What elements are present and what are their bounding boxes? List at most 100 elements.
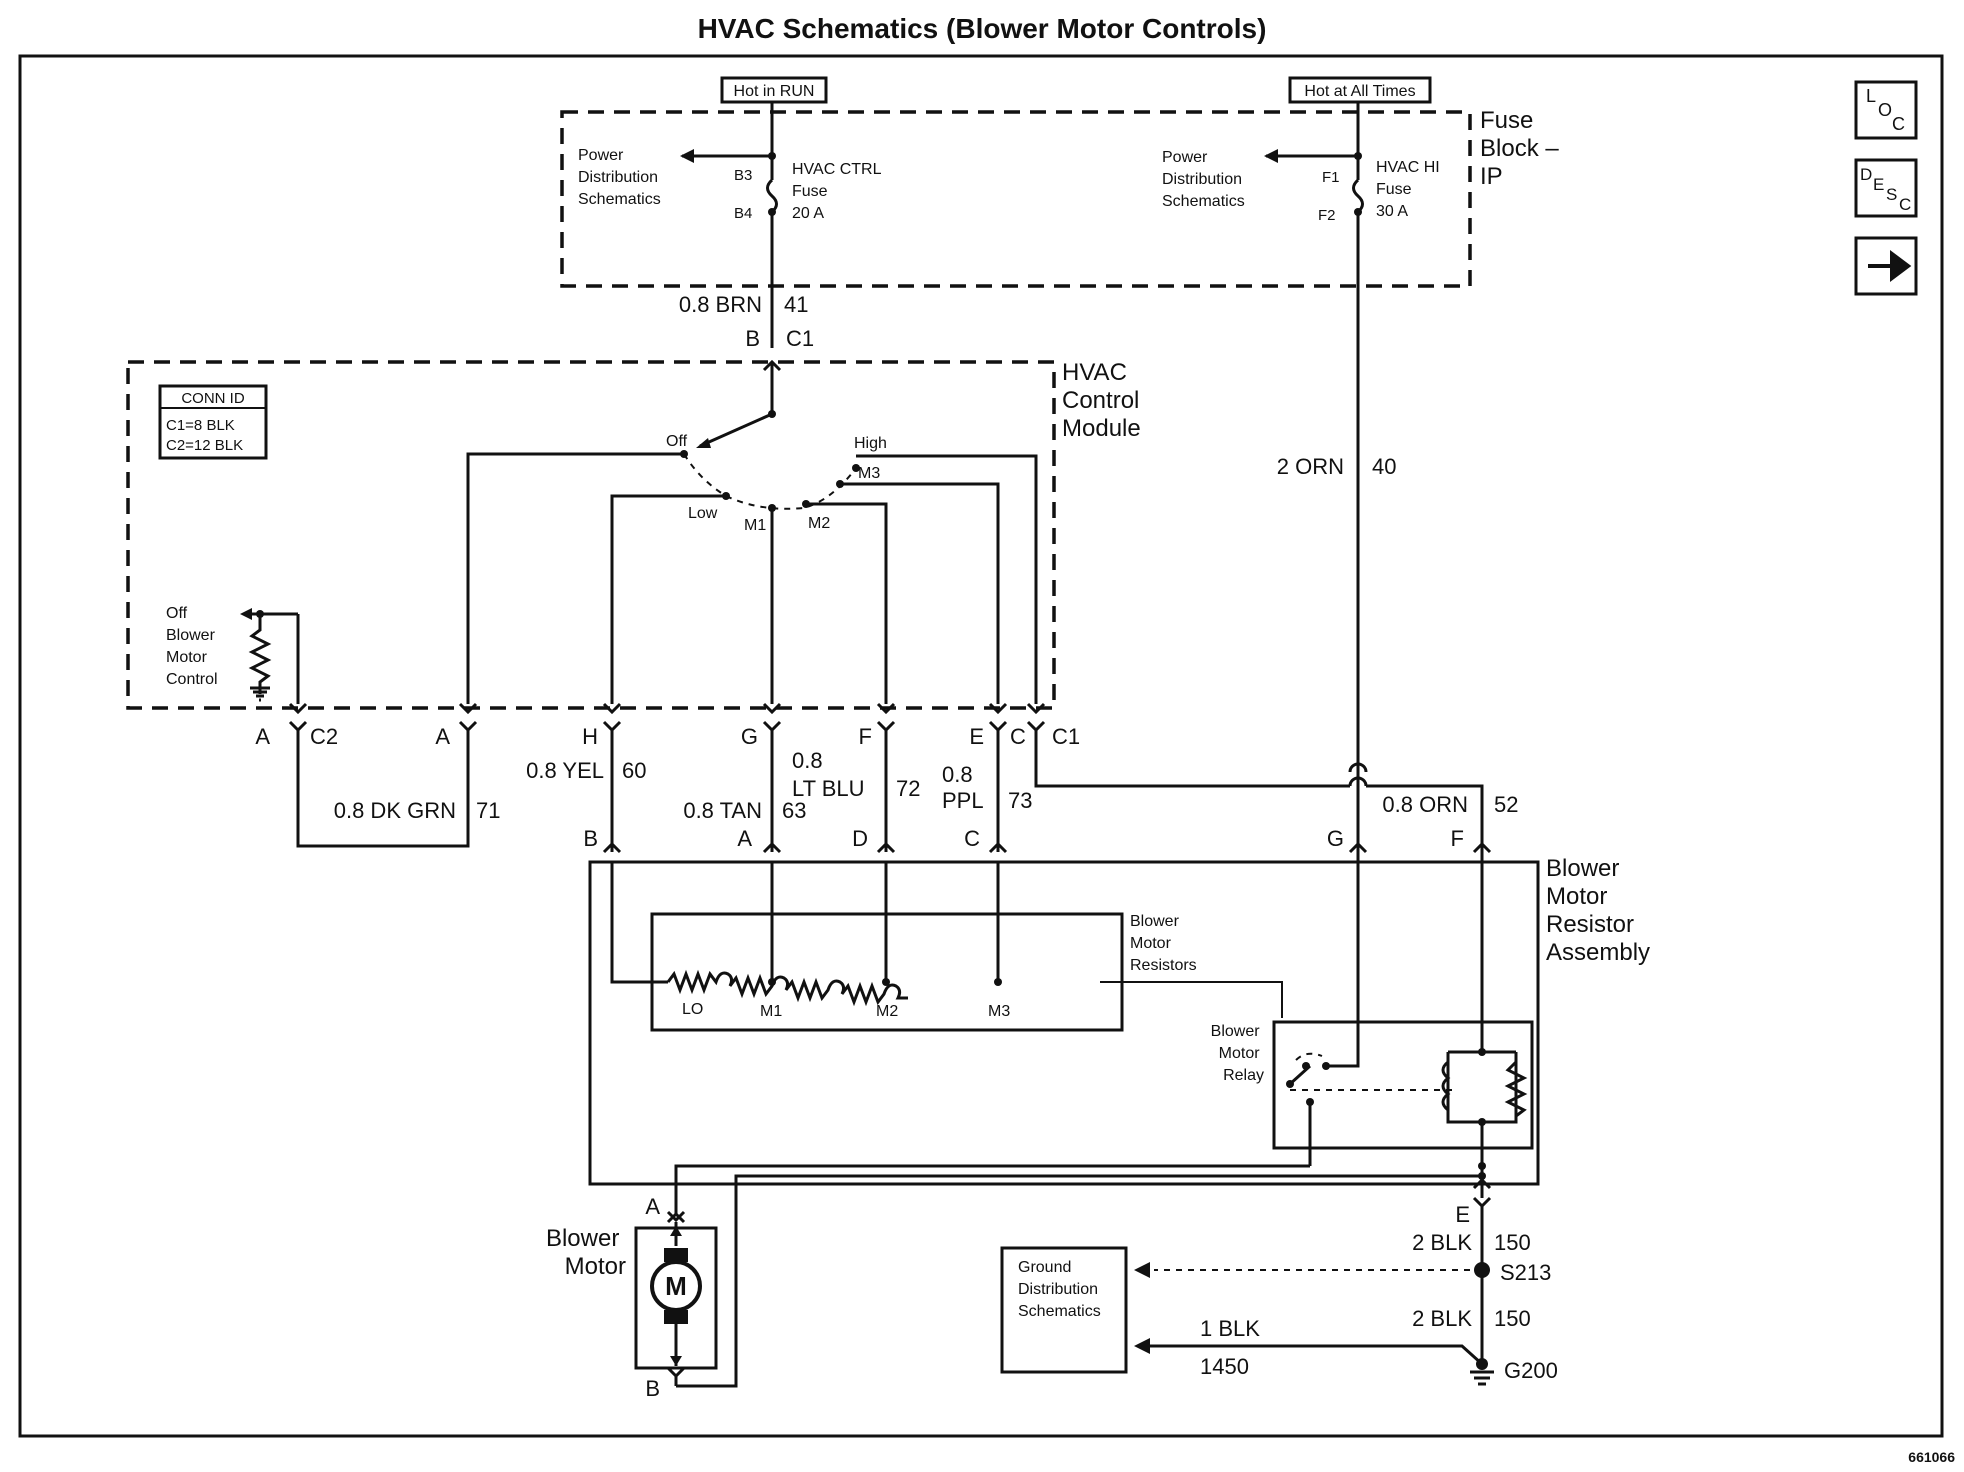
svg-text:CONN ID: CONN ID — [181, 390, 245, 407]
hvac-module-label: HVAC Control Module — [1062, 359, 1146, 442]
wire-blk-1450-label: 1 BLK — [1200, 1316, 1260, 1341]
svg-text:E: E — [1873, 175, 1884, 194]
switch-m2-label: M2 — [808, 515, 830, 532]
svg-text:D: D — [852, 826, 868, 851]
svg-text:S: S — [1886, 185, 1897, 204]
hot-in-run-box — [720, 76, 828, 104]
wire-orn-40-label: 2 ORN — [1277, 454, 1344, 479]
hvac-control-module — [126, 360, 1056, 710]
wire-blk-150b-label: 2 BLK — [1412, 1306, 1472, 1331]
svg-text:63: 63 — [782, 798, 806, 823]
switch-m1-label: M1 — [744, 517, 766, 534]
svg-text:F: F — [859, 724, 872, 749]
wire-m3-path — [840, 482, 1000, 704]
wire-m2-path — [806, 502, 888, 704]
wire-blk-150-label: 2 BLK — [1412, 1230, 1472, 1255]
wire-brn-label: 0.8 BRN — [679, 292, 762, 317]
arrow-right-icon — [1868, 250, 1912, 282]
svg-text:D: D — [1860, 165, 1872, 184]
svg-text:PPL: PPL — [942, 788, 984, 813]
loc-button[interactable]: L O C — [1854, 80, 1918, 140]
svg-text:O: O — [1878, 100, 1892, 120]
gds-label: Ground Distribution Schematics — [1018, 1259, 1102, 1320]
blower-motor-label: Blower Motor — [546, 1225, 626, 1280]
svg-text:150: 150 — [1494, 1306, 1531, 1331]
wire-tan-label: 0.8 TAN — [683, 798, 762, 823]
tap-lo-label: LO — [682, 1001, 703, 1018]
fuse-block-label: Fuse Block – IP — [1480, 107, 1565, 190]
next-page-button[interactable] — [1854, 236, 1918, 296]
wire-high-path — [856, 454, 1038, 704]
connector-c1-label: C1 — [1052, 724, 1080, 749]
resistor-pin-e: E — [1455, 1202, 1470, 1227]
svg-text:B: B — [745, 326, 760, 351]
wire-dkgrn-label: 0.8 DK GRN — [334, 798, 456, 823]
svg-text:B: B — [583, 826, 598, 851]
ground-distribution-box[interactable] — [1000, 1246, 1128, 1374]
relay-label: Blower Motor Relay — [1211, 1023, 1264, 1084]
svg-text:M: M — [665, 1271, 687, 1301]
conn-id-box: CONN ID C1=8 BLK C2=12 BLK — [158, 384, 268, 460]
switch-m3-label: M3 — [858, 465, 880, 482]
fuse-20a-symbol — [766, 178, 778, 214]
hot-in-run-label: Hot in RUN — [734, 83, 815, 100]
diagram-frame — [18, 54, 1944, 1438]
switch-high-label: High — [854, 435, 887, 452]
resistor-chain — [666, 969, 908, 1007]
tap-m3-label: M3 — [988, 1003, 1010, 1020]
svg-text:LT BLU: LT BLU — [792, 776, 865, 801]
svg-text:C1=8 BLK: C1=8 BLK — [166, 417, 235, 434]
relay-resistor — [1504, 1060, 1528, 1118]
connector-c2-label: C2 — [310, 724, 338, 749]
wire-low-path — [610, 494, 726, 704]
svg-text:C: C — [1892, 114, 1905, 134]
svg-text:F: F — [1451, 826, 1464, 851]
fuse2-in-pin: F1 — [1322, 169, 1340, 186]
arrow-icon — [696, 438, 711, 448]
svg-text:73: 73 — [1008, 788, 1032, 813]
ground-icon — [250, 686, 270, 702]
switch-off-label: Off — [666, 433, 688, 450]
svg-text:G: G — [741, 724, 758, 749]
tap-m2-label: M2 — [876, 1003, 898, 1020]
fuse-30a-symbol — [1352, 178, 1364, 214]
switch-arc — [683, 453, 857, 510]
svg-text:C2=12 BLK: C2=12 BLK — [166, 437, 243, 454]
fuse2-label: HVAC HI Fuse 30 A — [1376, 159, 1444, 220]
relay-coil — [1441, 1060, 1451, 1112]
arrow-left-icon — [1134, 1338, 1150, 1354]
desc-button[interactable]: D E S C — [1854, 158, 1918, 218]
blower-motor-relay — [1272, 1020, 1534, 1150]
svg-text:52: 52 — [1494, 792, 1518, 817]
motor-pin-a: A — [645, 1194, 660, 1219]
wire-orn-52-label: 0.8 ORN — [1382, 792, 1468, 817]
wire-to-motor-a — [674, 1164, 1310, 1214]
hot-at-all-times-label: Hot at All Times — [1304, 83, 1415, 100]
pds-right-label: Power Distribution Schematics — [1162, 149, 1246, 210]
wire-dkgrn-71 — [296, 730, 470, 848]
splice-s213-label: S213 — [1500, 1260, 1551, 1285]
svg-text:E: E — [969, 724, 984, 749]
hot-at-all-times-box — [1288, 76, 1432, 104]
arrow-left-icon — [1264, 149, 1278, 163]
svg-text:A: A — [255, 724, 270, 749]
fuse1-out-pin: B4 — [734, 205, 752, 222]
blower-switch-wiper — [699, 412, 773, 448]
arrow-left-icon — [240, 608, 252, 620]
pds-left-label: Power Distribution Schematics — [578, 147, 662, 208]
ground-g200-label: G200 — [1504, 1358, 1558, 1383]
svg-text:60: 60 — [622, 758, 646, 783]
ground-g200-icon — [1470, 1370, 1494, 1386]
svg-text:A: A — [435, 724, 450, 749]
off-blower-control-label: Off Blower Motor Control — [166, 605, 219, 688]
wire-motor-b-return — [676, 1174, 1482, 1388]
svg-text:71: 71 — [476, 798, 500, 823]
svg-text:72: 72 — [896, 776, 920, 801]
relay-contact — [1288, 1064, 1312, 1086]
resistor-assembly-label: Blower Motor Resistor Assembly — [1546, 855, 1650, 966]
switch-low-label: Low — [688, 505, 718, 522]
motor-pin-b: B — [645, 1376, 660, 1401]
svg-text:C: C — [964, 826, 980, 851]
wire-off-path — [466, 452, 684, 704]
